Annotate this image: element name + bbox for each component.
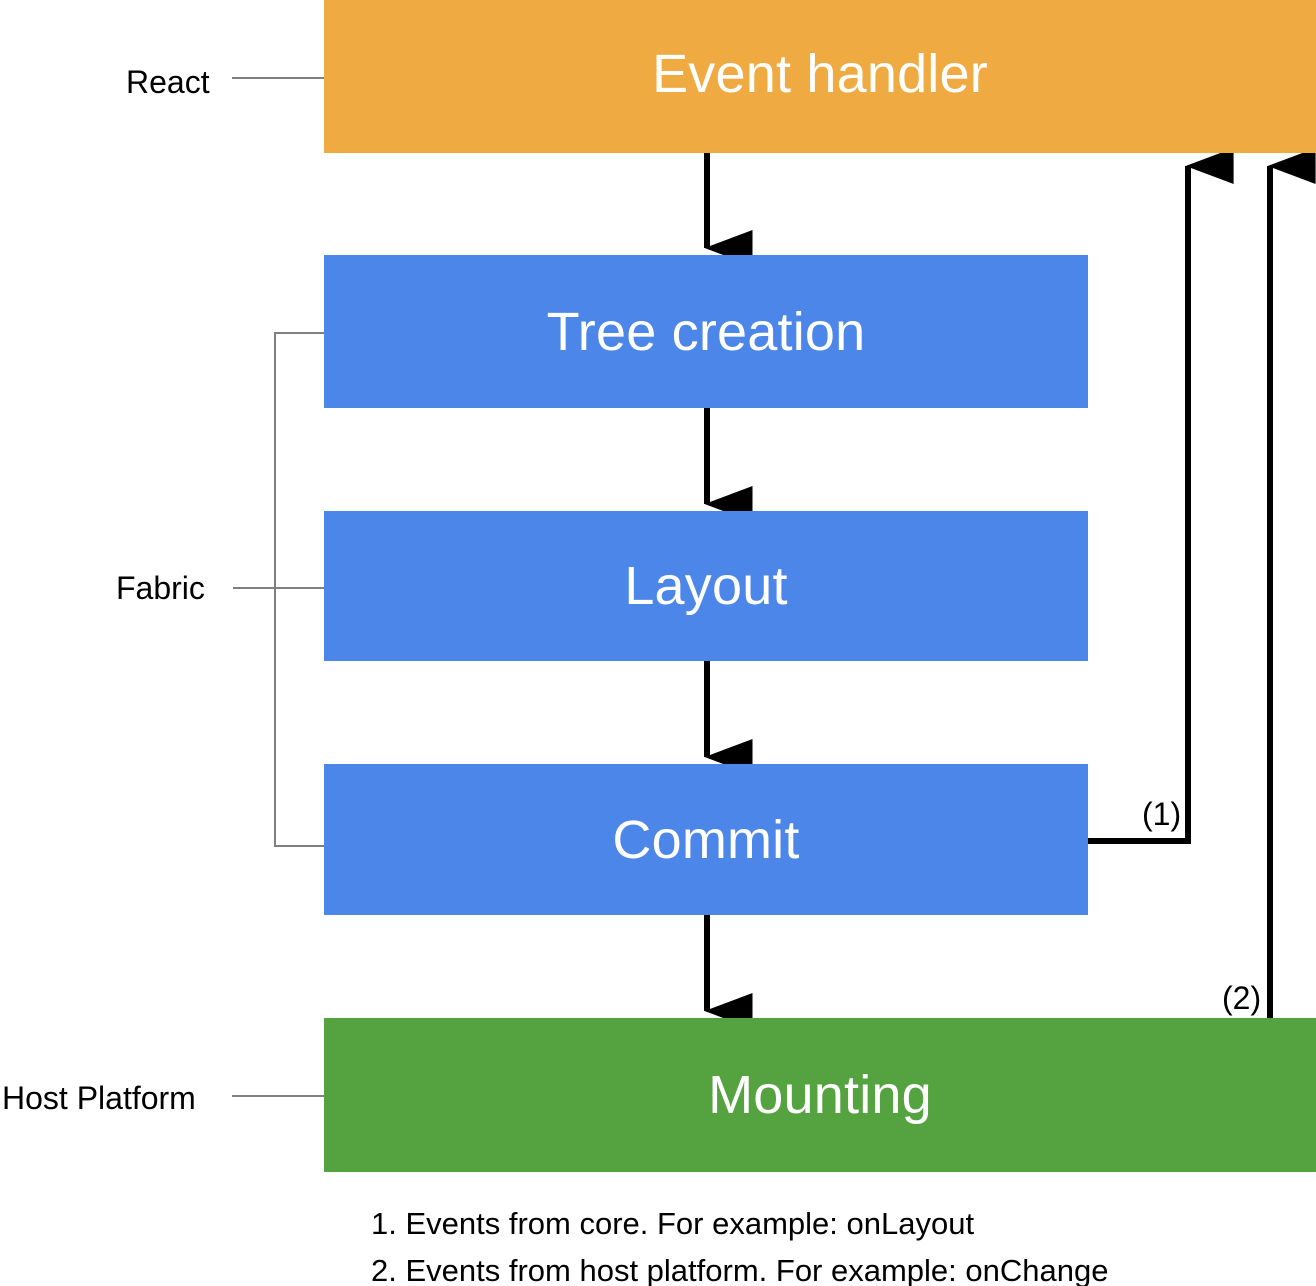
edge-marker-one: (1) [1142, 796, 1182, 832]
footnote-two: 2. Events from host platform. For exampl… [371, 1253, 1109, 1286]
node-tree-creation[interactable]: Tree creation [324, 255, 1088, 408]
group-label-host-platform: Host Platform [2, 1080, 196, 1116]
node-commit-label: Commit [612, 809, 800, 870]
node-mounting-label: Mounting [708, 1065, 932, 1125]
bracket-fabric [274, 332, 324, 847]
group-label-fabric: Fabric [116, 570, 205, 606]
node-layout[interactable]: Layout [324, 511, 1088, 661]
arrow-feedback-one [1088, 148, 1234, 844]
node-event-handler[interactable]: Event handler [324, 0, 1316, 153]
edge-marker-two: (2) [1222, 980, 1262, 1016]
node-mounting[interactable]: Mounting [324, 1018, 1316, 1172]
node-commit[interactable]: Commit [324, 764, 1088, 915]
group-label-react: React [126, 64, 210, 100]
footnote-one: 1. Events from core. For example: onLayo… [371, 1206, 975, 1241]
node-event-handler-label: Event handler [652, 43, 988, 104]
node-layout-label: Layout [624, 556, 788, 616]
node-tree-creation-label: Tree creation [546, 301, 866, 362]
